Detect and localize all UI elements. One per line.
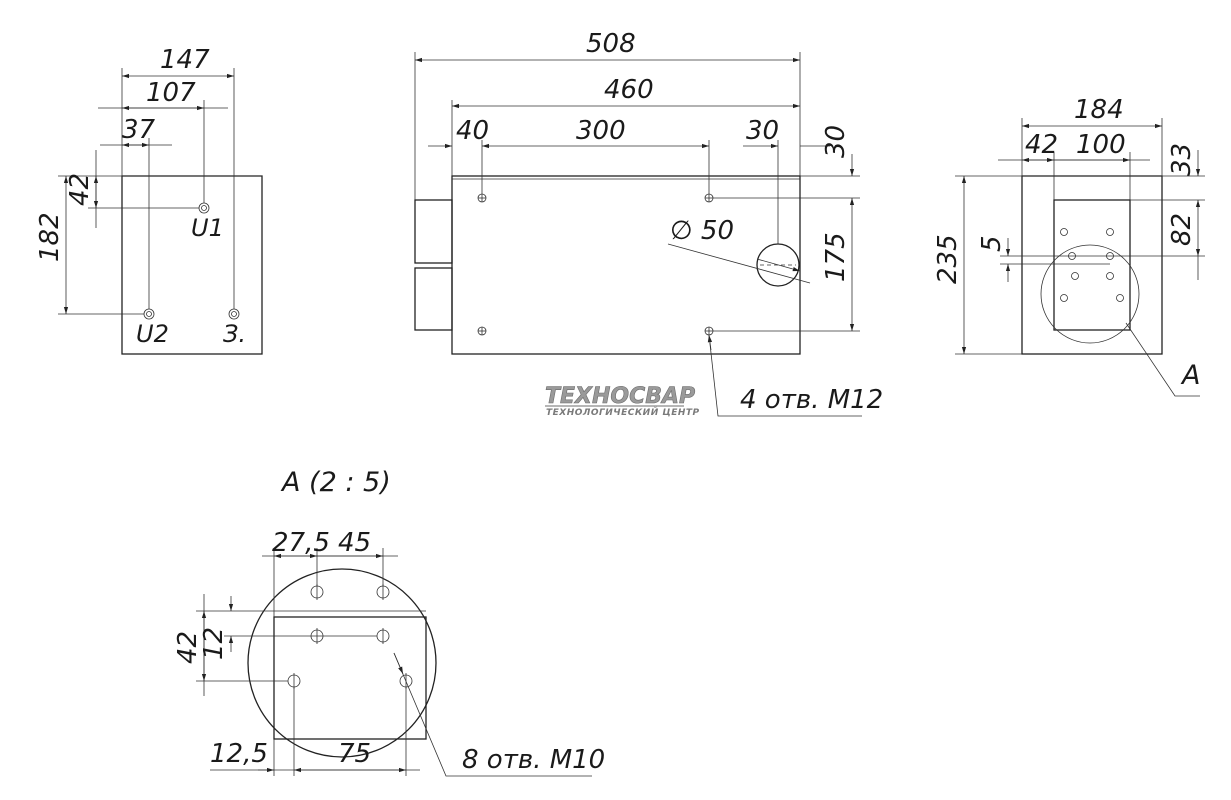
front-view-body	[451, 175, 801, 355]
detail-title: А (2 : 5)	[280, 467, 391, 498]
label-u1: U1	[191, 214, 224, 242]
dim-37: 37	[122, 115, 156, 145]
logo-name: ТЕХНОСВАР	[545, 384, 695, 409]
dim-12: 12	[199, 627, 229, 660]
view-letter-a: A	[1180, 360, 1200, 391]
front-view-box-lower	[414, 267, 453, 331]
right-view-plate	[1053, 199, 1131, 331]
dim-30-horizontal: 30	[746, 116, 779, 146]
dim-300: 300	[576, 116, 626, 146]
dim-460: 460	[604, 75, 654, 105]
callout-4-holes-m12: 4 отв. М12	[740, 385, 883, 415]
detail-circle	[247, 568, 437, 758]
front-view-box-upper	[414, 199, 453, 264]
right-view-body	[1021, 175, 1163, 355]
dim-82: 82	[1167, 213, 1197, 246]
label-u2: U2	[136, 320, 169, 348]
left-view: 147 107 37 42 182 U1 U2 З.	[35, 45, 263, 355]
logo-tagline: ТЕХНОЛОГИЧЕСКИЙ ЦЕНТР	[546, 406, 700, 418]
dim-33: 33	[1167, 143, 1197, 176]
dim-175: 175	[821, 232, 851, 282]
detail-holes	[287, 584, 413, 689]
front-view: 508 460 40 300 30 30 175 ∅ 50 4 отв. М12	[414, 29, 883, 417]
dim-42: 42	[65, 173, 95, 206]
dim-12-5: 12,5	[210, 739, 268, 769]
technosvar-logo: ТЕХНОСВАР ТЕХНОЛОГИЧЕСКИЙ ЦЕНТР	[545, 384, 700, 418]
label-ground: З.	[223, 320, 246, 348]
dim-184: 184	[1074, 95, 1124, 125]
dim-5: 5	[977, 235, 1007, 252]
dim-100: 100	[1076, 130, 1126, 160]
dim-182: 182	[35, 212, 65, 262]
dim-45: 45	[338, 528, 371, 558]
dim-diameter-50: ∅ 50	[670, 216, 734, 246]
dim-508: 508	[586, 29, 636, 59]
dim-27-5: 27,5	[272, 528, 330, 558]
detail-plate	[273, 616, 427, 740]
dim-235: 235	[933, 234, 963, 284]
right-view: 184 42 100 33 82 5 235 A	[933, 95, 1205, 397]
dim-147: 147	[160, 45, 210, 75]
dim-107: 107	[146, 78, 196, 108]
dim-42-detail: 42	[173, 631, 203, 664]
dim-75: 75	[338, 739, 371, 769]
dim-42-right: 42	[1025, 130, 1058, 160]
terminal-ground	[228, 308, 240, 320]
detail-a-circle	[1040, 244, 1140, 344]
terminal-u2	[143, 308, 155, 320]
dim-30-vertical: 30	[821, 125, 851, 158]
right-view-holes	[1060, 228, 1124, 302]
callout-8-holes-m10: 8 отв. М10	[462, 745, 605, 775]
detail-view-a: А (2 : 5) 27,5	[173, 467, 605, 777]
terminal-u1	[198, 202, 210, 214]
dim-40: 40	[456, 116, 489, 146]
